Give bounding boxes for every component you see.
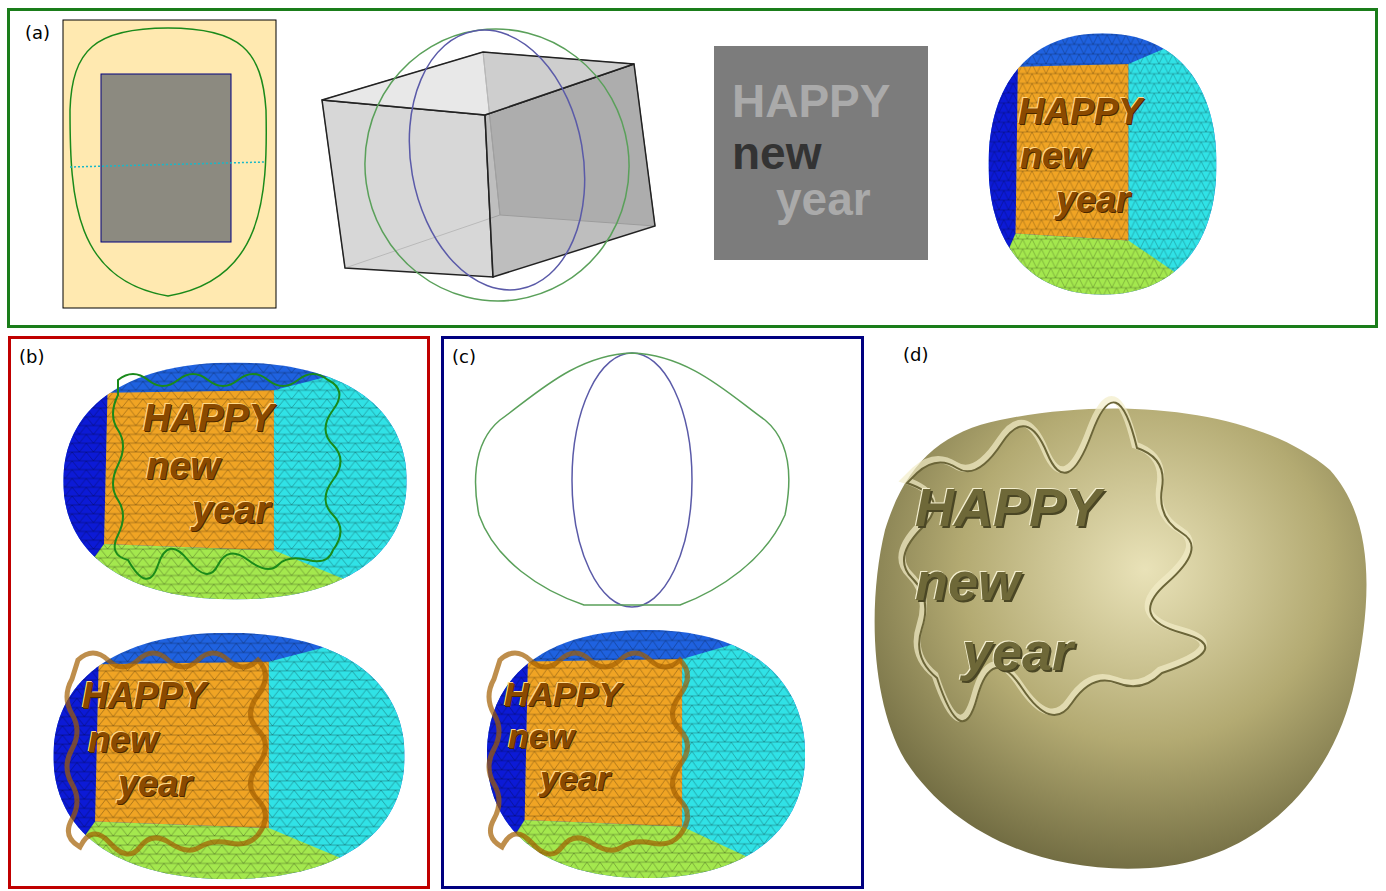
embossed-text: new	[146, 446, 220, 488]
panel-frame: (a)HAPPYnewyear	[7, 8, 1378, 328]
grayscale-image: HAPPYnewyear	[714, 46, 928, 260]
embossed-text: year	[118, 764, 192, 804]
mesh-ball	[985, 25, 1220, 303]
green-wavy-curve	[113, 374, 341, 579]
blue-ellipse	[390, 16, 605, 304]
raised-wavy-shadow	[904, 402, 1205, 721]
green-ellipse	[347, 12, 646, 318]
raised-wavy-border	[489, 653, 688, 854]
embossed-text: new	[1020, 136, 1090, 176]
embossed-text: new	[508, 718, 574, 755]
domain-rect	[63, 20, 276, 308]
green-curve	[70, 28, 266, 296]
raised-wavy-border	[902, 399, 1203, 718]
dotted-line	[70, 162, 266, 167]
embossed-text: new	[915, 552, 1020, 611]
green-curve	[476, 353, 789, 605]
embossed-text: year	[1056, 180, 1130, 220]
image-word: year	[776, 174, 871, 225]
image-word: new	[732, 128, 821, 179]
panel-frame: (c)	[441, 336, 864, 889]
embossed-text: year	[540, 760, 610, 797]
panel-label: (b)	[19, 347, 44, 367]
image-rect	[101, 74, 231, 242]
embossed-text: new	[88, 720, 158, 760]
blue-ellipse	[572, 353, 692, 607]
cube-top	[322, 52, 634, 115]
panel-label: (c)	[452, 347, 476, 367]
cube-front	[322, 100, 493, 277]
embossed-text: HAPPY	[915, 478, 1101, 537]
mesh-ball	[48, 625, 410, 887]
panel-label: (d)	[903, 345, 928, 365]
embossed-text: HAPPY	[504, 676, 621, 713]
embossed-text: HAPPY	[82, 676, 206, 716]
gold-shape	[875, 408, 1367, 868]
mesh-ball	[482, 622, 810, 886]
embossed-text: HAPPY	[1018, 92, 1142, 132]
image-word: HAPPY	[732, 76, 890, 127]
embossed-text: HAPPY	[143, 398, 274, 440]
panel-label: (a)	[25, 23, 50, 43]
raised-wavy-border	[67, 653, 266, 854]
mesh-ball	[58, 355, 412, 607]
embossed-text: year	[962, 622, 1073, 681]
embossed-text: year	[192, 490, 270, 532]
